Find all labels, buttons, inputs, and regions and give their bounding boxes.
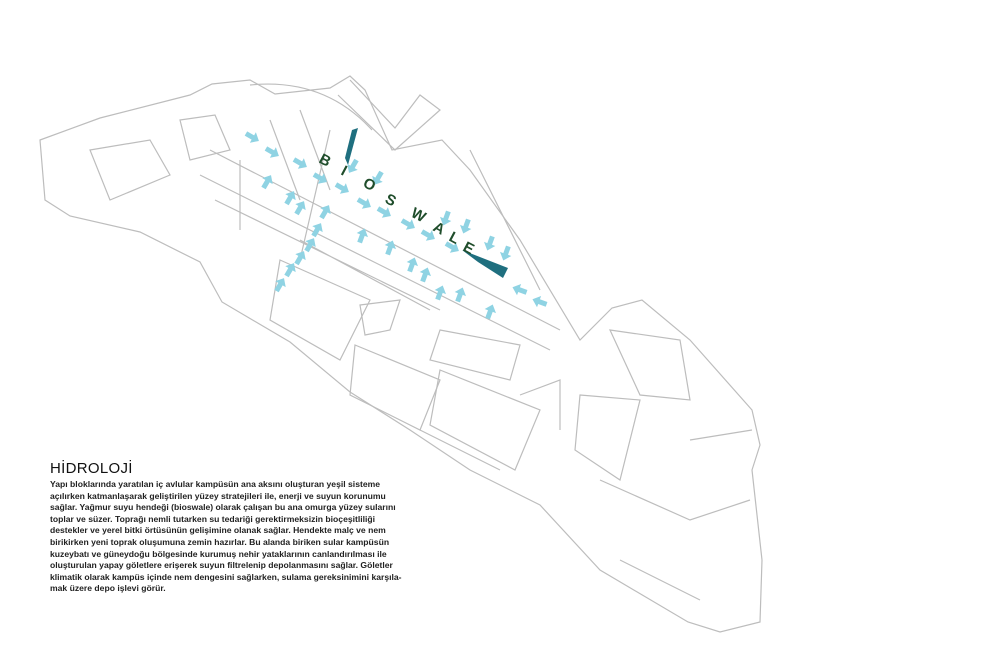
body-line: destekler ve yerel bitki örtüsünün geliş…: [50, 525, 386, 536]
flow-arrow-icon: [294, 251, 306, 266]
section-title: HİDROLOJİ: [50, 460, 133, 477]
body-line: birikirken yeni toprak oluşumuna zemin h…: [50, 536, 390, 547]
flow-arrow-icon: [304, 238, 316, 253]
flow-arrow-icon: [274, 278, 286, 293]
flow-arrow-icon: [532, 296, 548, 308]
flow-arrow-icon: [434, 285, 446, 301]
flow-arrow-icon: [376, 206, 391, 218]
body-line: oluşturulan yapay göletlere erişerek suy…: [50, 560, 393, 571]
flow-arrow-icon: [294, 201, 306, 216]
flow-arrow-icon: [484, 304, 496, 320]
flow-arrow-icon: [356, 228, 368, 244]
bioswale-channel-north: [345, 128, 358, 165]
body-line: toplar ve süzer. Toprağı nemli tutarken …: [50, 513, 376, 524]
flow-arrow-icon: [347, 158, 359, 173]
flow-arrows: [244, 131, 548, 320]
body-line: sağlar. Yağmur suyu hendeği (bioswale) o…: [50, 502, 396, 513]
body-line: klimatik olarak kampüs içinde nem denges…: [50, 571, 402, 582]
flow-arrow-icon: [440, 210, 452, 226]
flow-arrow-icon: [460, 218, 472, 234]
flow-arrow-icon: [400, 218, 415, 230]
hydrology-text-block: HİDROLOJİ Yapı bloklarında yaratılan iç …: [50, 460, 430, 595]
bioswale-label-letter: O: [360, 175, 379, 196]
flow-arrow-icon: [384, 240, 396, 256]
body-line: kuzeybatı ve güneydoğu bölgesinde kurumu…: [50, 548, 387, 559]
flow-arrow-icon: [444, 241, 459, 253]
body-line: Yapı bloklarında yaratılan iç avlular ka…: [50, 479, 381, 489]
bioswale-channel-east: [462, 250, 508, 278]
flow-arrow-icon: [261, 175, 273, 190]
flow-arrow-icon: [311, 223, 323, 238]
section-body: Yapı bloklarında yaratılan iç avlular ka…: [50, 479, 430, 595]
flow-arrow-icon: [454, 287, 466, 303]
flow-arrow-icon: [334, 182, 349, 194]
flow-arrow-icon: [420, 229, 435, 241]
flow-arrow-icon: [500, 245, 512, 261]
flow-arrow-icon: [244, 131, 259, 143]
flow-arrow-icon: [292, 157, 307, 169]
flow-arrow-icon: [512, 284, 528, 296]
flow-arrow-icon: [406, 257, 418, 273]
flow-arrow-icon: [484, 235, 496, 251]
bioswale-label-letter: S: [382, 191, 399, 211]
flow-arrow-icon: [312, 172, 327, 184]
flow-arrow-icon: [319, 205, 331, 220]
flow-arrow-icon: [356, 197, 371, 209]
flow-arrow-icon: [284, 191, 296, 206]
body-line: açılırken katmanlaşarak geliştirilen yüz…: [50, 490, 386, 501]
flow-arrow-icon: [419, 267, 431, 283]
bioswale-label-letter: I: [338, 163, 350, 180]
bioswale-label-letter: B: [316, 151, 334, 171]
bioswale-channels: [345, 128, 508, 278]
flow-arrow-icon: [284, 263, 296, 278]
site-outline: [39, 75, 763, 633]
flow-arrow-icon: [372, 170, 384, 185]
flow-arrow-icon: [264, 146, 279, 158]
body-line: mak üzere depo işlevi görür.: [50, 583, 166, 594]
